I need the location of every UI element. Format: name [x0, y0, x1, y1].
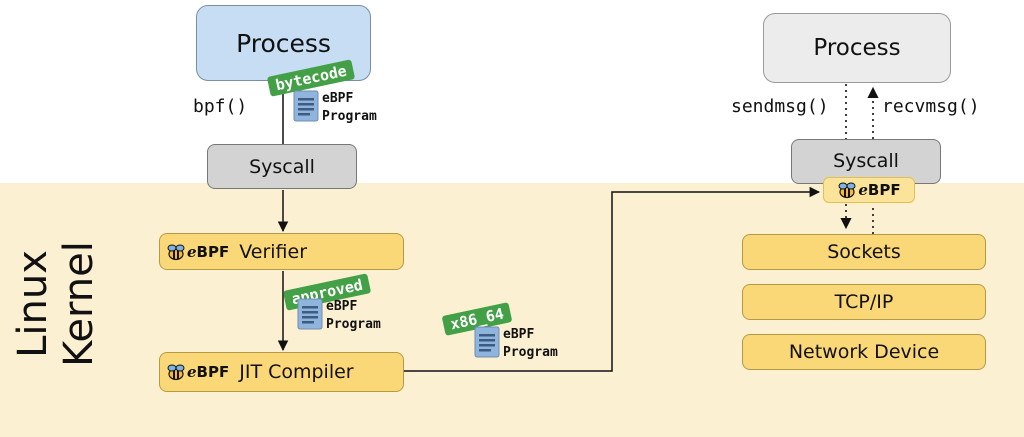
- program-label-line2: Program: [322, 109, 377, 124]
- sockets-label: Sockets: [827, 241, 901, 263]
- syscall-box-left: Syscall: [207, 144, 357, 189]
- program-item-1: eBPF Program: [293, 90, 377, 126]
- document-icon: [293, 90, 319, 122]
- bee-icon: [838, 182, 856, 199]
- ebpf-logo-e: e: [858, 181, 868, 199]
- ebpf-logo-bpf: BPF: [867, 181, 901, 199]
- sendmsg-call-label: sendmsg(): [731, 96, 829, 117]
- program-label-line2: Program: [503, 345, 558, 360]
- program-item-2: eBPF Program: [297, 298, 381, 334]
- jit-compiler-label: JIT Compiler: [239, 361, 354, 383]
- network-device-label: Network Device: [788, 341, 940, 363]
- ebpf-logo-bpf: BPF: [196, 242, 230, 261]
- syscall-box-right: Syscall: [791, 139, 941, 184]
- network-device-box: Network Device: [742, 334, 986, 370]
- bee-icon: [167, 364, 185, 381]
- document-icon: [297, 298, 323, 330]
- syscall-right-label: Syscall: [833, 150, 899, 172]
- process-left-label: Process: [236, 28, 331, 58]
- program-item-3: eBPF Program: [474, 326, 558, 362]
- sockets-box: Sockets: [742, 234, 986, 270]
- tcpip-box: TCP/IP: [742, 284, 986, 320]
- document-icon: [474, 326, 500, 358]
- program-label-line1: eBPF: [326, 299, 358, 314]
- process-right-label: Process: [813, 35, 901, 61]
- ebpf-logo-bpf: BPF: [196, 363, 230, 381]
- arrow-jit-to-hook: [404, 186, 821, 372]
- process-box-right: Process: [763, 13, 951, 83]
- bytecode-tag: bytecode: [266, 59, 356, 97]
- verifier-label: Verifier: [239, 240, 308, 263]
- recvmsg-call-label: recvmsg(): [882, 96, 980, 117]
- bpf-call-label: bpf(): [193, 96, 248, 117]
- program-label-line2: Program: [326, 317, 381, 332]
- program-label-line1: eBPF: [503, 327, 535, 342]
- bee-icon: [167, 244, 185, 260]
- program-label-line1: eBPF: [322, 91, 354, 106]
- ebpf-logo-e: e: [187, 363, 197, 381]
- syscall-left-label: Syscall: [249, 155, 315, 178]
- ebpf-logo-e: e: [187, 242, 197, 261]
- tcpip-label: TCP/IP: [834, 291, 894, 313]
